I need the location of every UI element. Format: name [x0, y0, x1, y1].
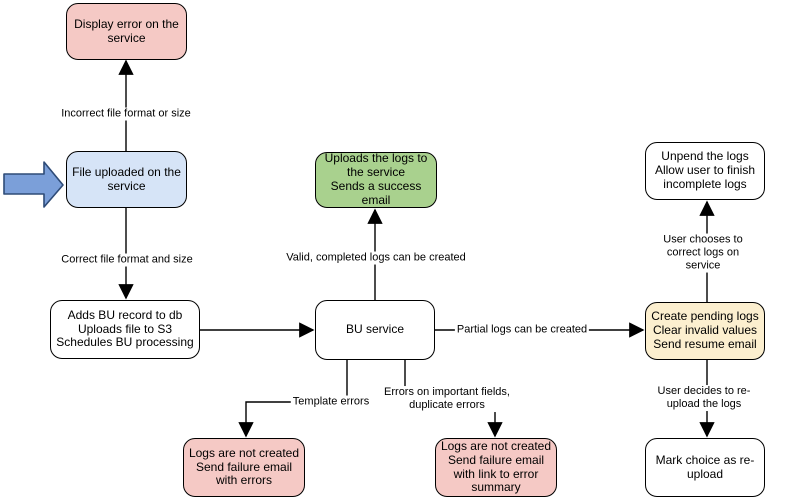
node-file-uploaded: File uploaded on the service [66, 151, 187, 208]
entry-arrow [3, 161, 64, 208]
node-fail-template-errors: Logs are not created Send failure email … [183, 438, 305, 497]
node-uploads-logs-success: Uploads the logs to the service Sends a … [315, 151, 437, 208]
label-incorrect-format: Incorrect file format or size [59, 107, 193, 121]
label-user-reuploads: User decides to re-upload the logs [655, 385, 753, 411]
node-create-pending-logs: Create pending logs Clear invalid values… [645, 302, 765, 360]
node-unpend-logs: Unpend the logs Allow user to finish inc… [645, 142, 765, 200]
label-correct-format: Correct file format and size [59, 253, 195, 267]
label-partial-logs: Partial logs can be created [454, 323, 590, 337]
node-bu-service: BU service [315, 300, 435, 360]
node-fail-field-errors: Logs are not created Send failure email … [435, 438, 557, 497]
label-field-errors: Errors on important fields, duplicate er… [382, 386, 512, 412]
node-mark-choice-reupload: Mark choice as re-upload [645, 438, 765, 497]
label-template-errors: Template errors [290, 395, 372, 409]
label-valid-logs: Valid, completed logs can be created [284, 251, 468, 265]
label-user-corrects: User chooses to correct logs on service [654, 233, 752, 273]
node-adds-bu-record: Adds BU record to db Uploads file to S3 … [50, 300, 200, 359]
node-display-error: Display error on the service [66, 3, 187, 60]
